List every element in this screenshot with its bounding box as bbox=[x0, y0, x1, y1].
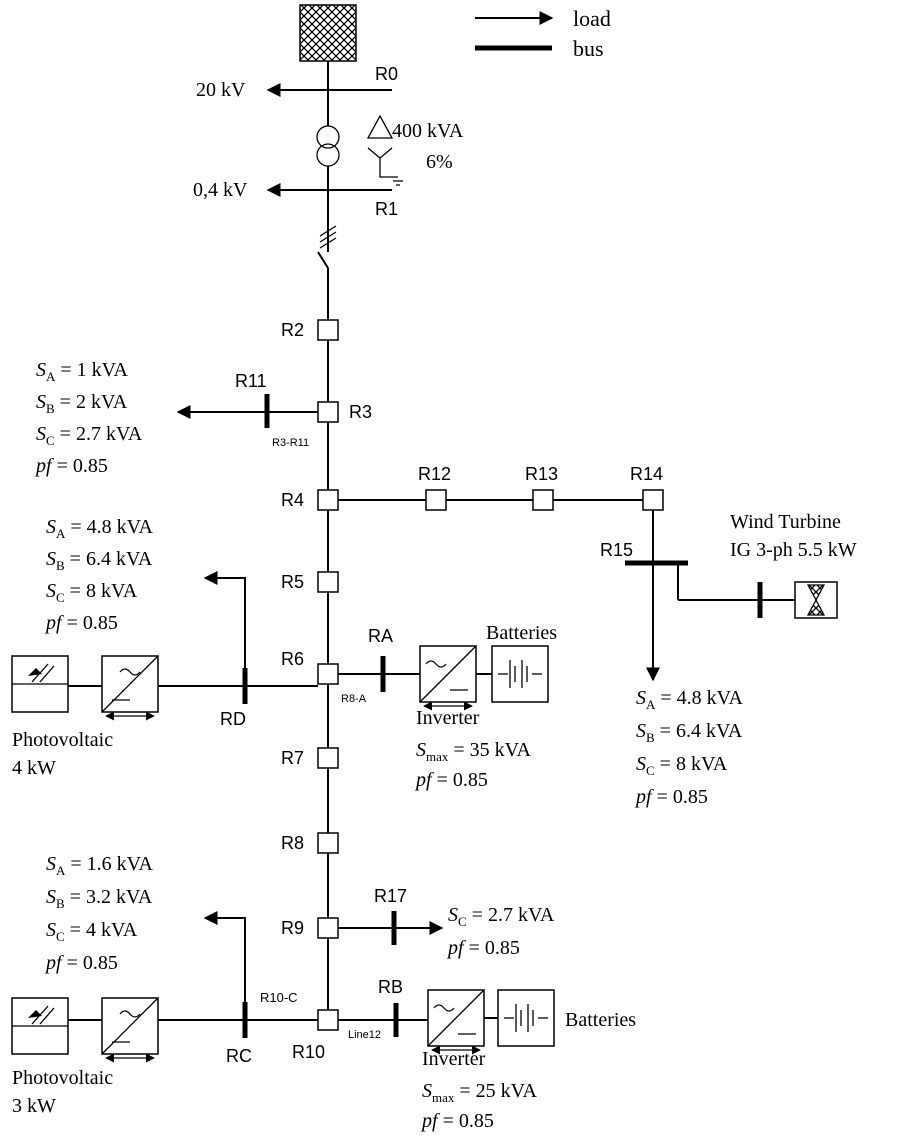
wind-turbine-title: Wind Turbine bbox=[730, 511, 841, 533]
load-rd-sc: SC = 8 kVA bbox=[46, 580, 138, 605]
load-r15-pf: pf = 0.85 bbox=[634, 786, 708, 808]
load-rc-sc: SC = 4 kVA bbox=[46, 919, 138, 944]
node-label-r0: R0 bbox=[375, 64, 398, 84]
node-r14 bbox=[642, 489, 664, 511]
pv-lower-name: Photovoltaic bbox=[12, 1067, 113, 1089]
pv-panel-upper-icon bbox=[11, 655, 69, 713]
node-label-r8: R8 bbox=[281, 833, 304, 853]
node-label-r13: R13 bbox=[525, 464, 558, 484]
node-label-r12: R12 bbox=[418, 464, 451, 484]
node-r7 bbox=[317, 747, 339, 769]
node-r5 bbox=[317, 571, 339, 593]
battery-upper-icon bbox=[491, 645, 549, 703]
load-r17: SC = 2.7 kVA pf = 0.85 bbox=[446, 904, 555, 959]
pv-upper-name: Photovoltaic bbox=[12, 729, 113, 751]
inverter-upper-label: Inverter bbox=[416, 707, 480, 729]
transformer-rating: 400 kVA bbox=[392, 120, 464, 142]
legend-bus-label: bus bbox=[573, 36, 604, 61]
legend-load-label: load bbox=[573, 6, 611, 31]
inverter-lower-smax: Smax = 25 kVA bbox=[422, 1080, 538, 1105]
pv-lower-power: 3 kW bbox=[12, 1095, 56, 1117]
load-r11-sa: SA = 1 kVA bbox=[36, 359, 129, 384]
hv-voltage-label: 20 kV bbox=[196, 79, 246, 101]
storage-inverter-upper-icon bbox=[419, 645, 477, 711]
node-label-r11: R11 bbox=[235, 371, 267, 391]
pv-panel-lower-icon bbox=[11, 997, 69, 1055]
load-rd-pf: pf = 0.85 bbox=[44, 612, 118, 634]
inverter-upper-smax: Smax = 35 kVA bbox=[416, 739, 532, 764]
load-rc: SA = 1.6 kVA SB = 3.2 kVA SC = 4 kVA pf … bbox=[44, 853, 154, 974]
node-label-r14: R14 bbox=[630, 464, 663, 484]
node-label-rc: RC bbox=[226, 1046, 252, 1066]
battery-upper-label: Batteries bbox=[486, 622, 557, 644]
node-r2 bbox=[317, 319, 339, 341]
wind-turbine-spec: IG 3-ph 5.5 kW bbox=[730, 539, 857, 561]
delta-winding-icon bbox=[366, 114, 394, 139]
node-label-r10: R10 bbox=[292, 1042, 325, 1062]
storage-inverter-lower-icon bbox=[427, 989, 485, 1055]
line-label-r8-a: R8-A bbox=[341, 693, 367, 705]
node-r6 bbox=[317, 663, 339, 685]
grid-source-icon bbox=[299, 4, 357, 62]
load-rd-sa: SA = 4.8 kVA bbox=[46, 516, 154, 541]
node-r3 bbox=[317, 401, 339, 423]
load-rd: SA = 4.8 kVA SB = 6.4 kVA SC = 8 kVA pf … bbox=[44, 516, 154, 634]
three-phase-mark-icon bbox=[319, 225, 337, 249]
load-r15-sb: SB = 6.4 kVA bbox=[636, 720, 743, 745]
node-r9 bbox=[317, 917, 339, 939]
node-label-r7: R7 bbox=[281, 748, 304, 768]
node-label-r17: R17 bbox=[374, 886, 407, 906]
load-r15-sc: SC = 8 kVA bbox=[636, 753, 728, 778]
line-rc-load bbox=[215, 917, 246, 1002]
node-label-r3: R3 bbox=[349, 402, 372, 422]
transformer-impedance: 6% bbox=[426, 151, 453, 173]
node-label-ra: RA bbox=[368, 626, 393, 646]
load-r15-sa: SA = 4.8 kVA bbox=[636, 687, 744, 712]
lv-voltage-label: 0,4 kV bbox=[193, 179, 248, 201]
pv-inverter-upper-icon bbox=[101, 655, 159, 721]
transformer-icon bbox=[316, 125, 340, 167]
wind-turbine-icon bbox=[794, 581, 838, 619]
node-r12 bbox=[425, 489, 447, 511]
pv-upper-power: 4 kW bbox=[12, 757, 56, 779]
line-rd-load bbox=[215, 577, 246, 668]
load-r15: SA = 4.8 kVA SB = 6.4 kVA SC = 8 kVA pf … bbox=[634, 687, 744, 808]
node-label-r2: R2 bbox=[281, 320, 304, 340]
battery-lower-icon bbox=[497, 989, 555, 1047]
switch-icon bbox=[317, 251, 329, 269]
load-r11-pf: pf = 0.85 bbox=[34, 455, 108, 477]
node-r10 bbox=[317, 1009, 339, 1031]
node-label-r9: R9 bbox=[281, 918, 304, 938]
load-r17-sc: SC = 2.7 kVA bbox=[448, 904, 555, 929]
inverter-lower-pf: pf = 0.85 bbox=[420, 1110, 494, 1132]
node-label-rb: RB bbox=[378, 977, 403, 997]
load-rd-sb: SB = 6.4 kVA bbox=[46, 548, 153, 573]
battery-lower-label: Batteries bbox=[565, 1009, 636, 1031]
inverter-lower-label: Inverter bbox=[422, 1048, 486, 1070]
legend: load bus bbox=[475, 6, 611, 61]
node-label-rd: RD bbox=[220, 709, 246, 729]
load-r11: SA = 1 kVA SB = 2 kVA SC = 2.7 kVA pf = … bbox=[34, 359, 143, 477]
load-r11-sb: SB = 2 kVA bbox=[36, 391, 128, 416]
inverter-upper-pf: pf = 0.85 bbox=[414, 769, 488, 791]
wye-grounded-icon bbox=[367, 147, 403, 186]
load-r17-pf: pf = 0.85 bbox=[446, 937, 520, 959]
line-label-r3-r11: R3-R11 bbox=[272, 437, 309, 449]
load-rc-pf: pf = 0.85 bbox=[44, 952, 118, 974]
node-label-r4: R4 bbox=[281, 490, 304, 510]
node-r8 bbox=[317, 832, 339, 854]
pv-inverter-lower-icon bbox=[101, 997, 159, 1063]
node-label-r6: R6 bbox=[281, 649, 304, 669]
load-rc-sa: SA = 1.6 kVA bbox=[46, 853, 154, 878]
line-label-line12: Line12 bbox=[348, 1029, 381, 1041]
load-rc-sb: SB = 3.2 kVA bbox=[46, 886, 153, 911]
node-label-r1: R1 bbox=[375, 199, 398, 219]
node-label-r5: R5 bbox=[281, 572, 304, 592]
line-label-r10-c: R10-C bbox=[260, 990, 298, 1005]
node-label-r15: R15 bbox=[600, 540, 633, 560]
node-r13 bbox=[532, 489, 554, 511]
node-r4 bbox=[317, 489, 339, 511]
load-r11-sc: SC = 2.7 kVA bbox=[36, 423, 143, 448]
